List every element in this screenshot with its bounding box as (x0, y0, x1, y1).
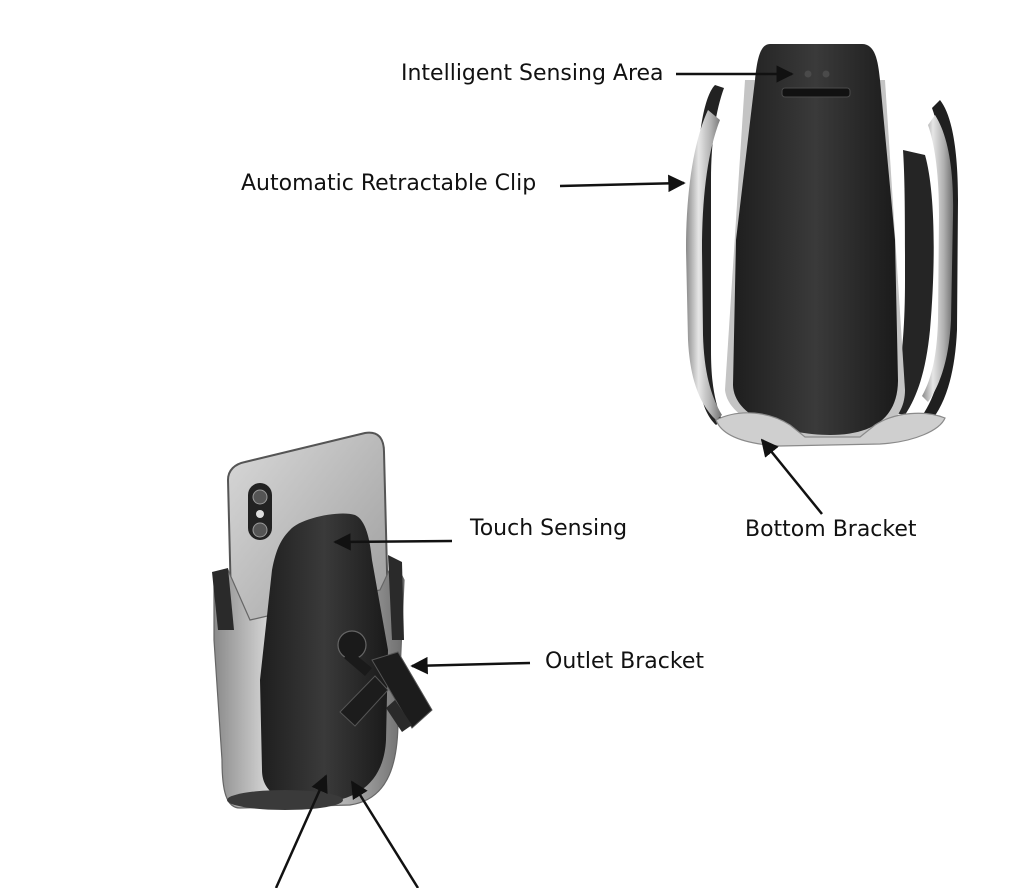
label-automatic-retractable-clip: Automatic Retractable Clip (241, 171, 537, 196)
outlet-bracket-arm (344, 650, 372, 676)
camera-flash-icon (256, 510, 264, 518)
left-clip-silver (686, 110, 722, 420)
outlet-bracket-clip (339, 651, 433, 732)
right-clip-silver (922, 115, 954, 402)
label-outlet-bracket: Outlet Bracket (545, 649, 704, 674)
arrow-bottom-bracket (760, 438, 823, 515)
holder-base (227, 790, 343, 810)
left-clip-arm (212, 568, 234, 630)
arrow-lower-left (274, 774, 328, 889)
holder-front-view (686, 44, 958, 447)
camera-lens-icon (252, 522, 268, 538)
arrow-lower-right (350, 780, 420, 889)
touch-sensing-pad (260, 513, 388, 804)
sensor-strip (781, 87, 851, 98)
sensing-pad (733, 44, 898, 435)
holder-rear-view-with-phone (212, 431, 433, 810)
callout-arrows (274, 65, 823, 889)
label-touch-sensing: Touch Sensing (470, 516, 628, 541)
label-bottom-bracket: Bottom Bracket (745, 517, 917, 542)
sensor-dot-icon (822, 70, 830, 78)
label-intelligent-sensing-area: Intelligent Sensing Area (401, 61, 664, 86)
bottom-bracket (715, 412, 946, 447)
camera-lens-icon (252, 489, 268, 505)
right-clip-arm-inner (890, 150, 934, 415)
sensor-dot-icon (804, 70, 812, 78)
right-clip-arm (388, 555, 404, 640)
arrow-automatic-retractable-clip (559, 174, 686, 193)
arrow-touch-sensing (333, 533, 453, 551)
arrow-outlet-bracket (410, 656, 531, 675)
